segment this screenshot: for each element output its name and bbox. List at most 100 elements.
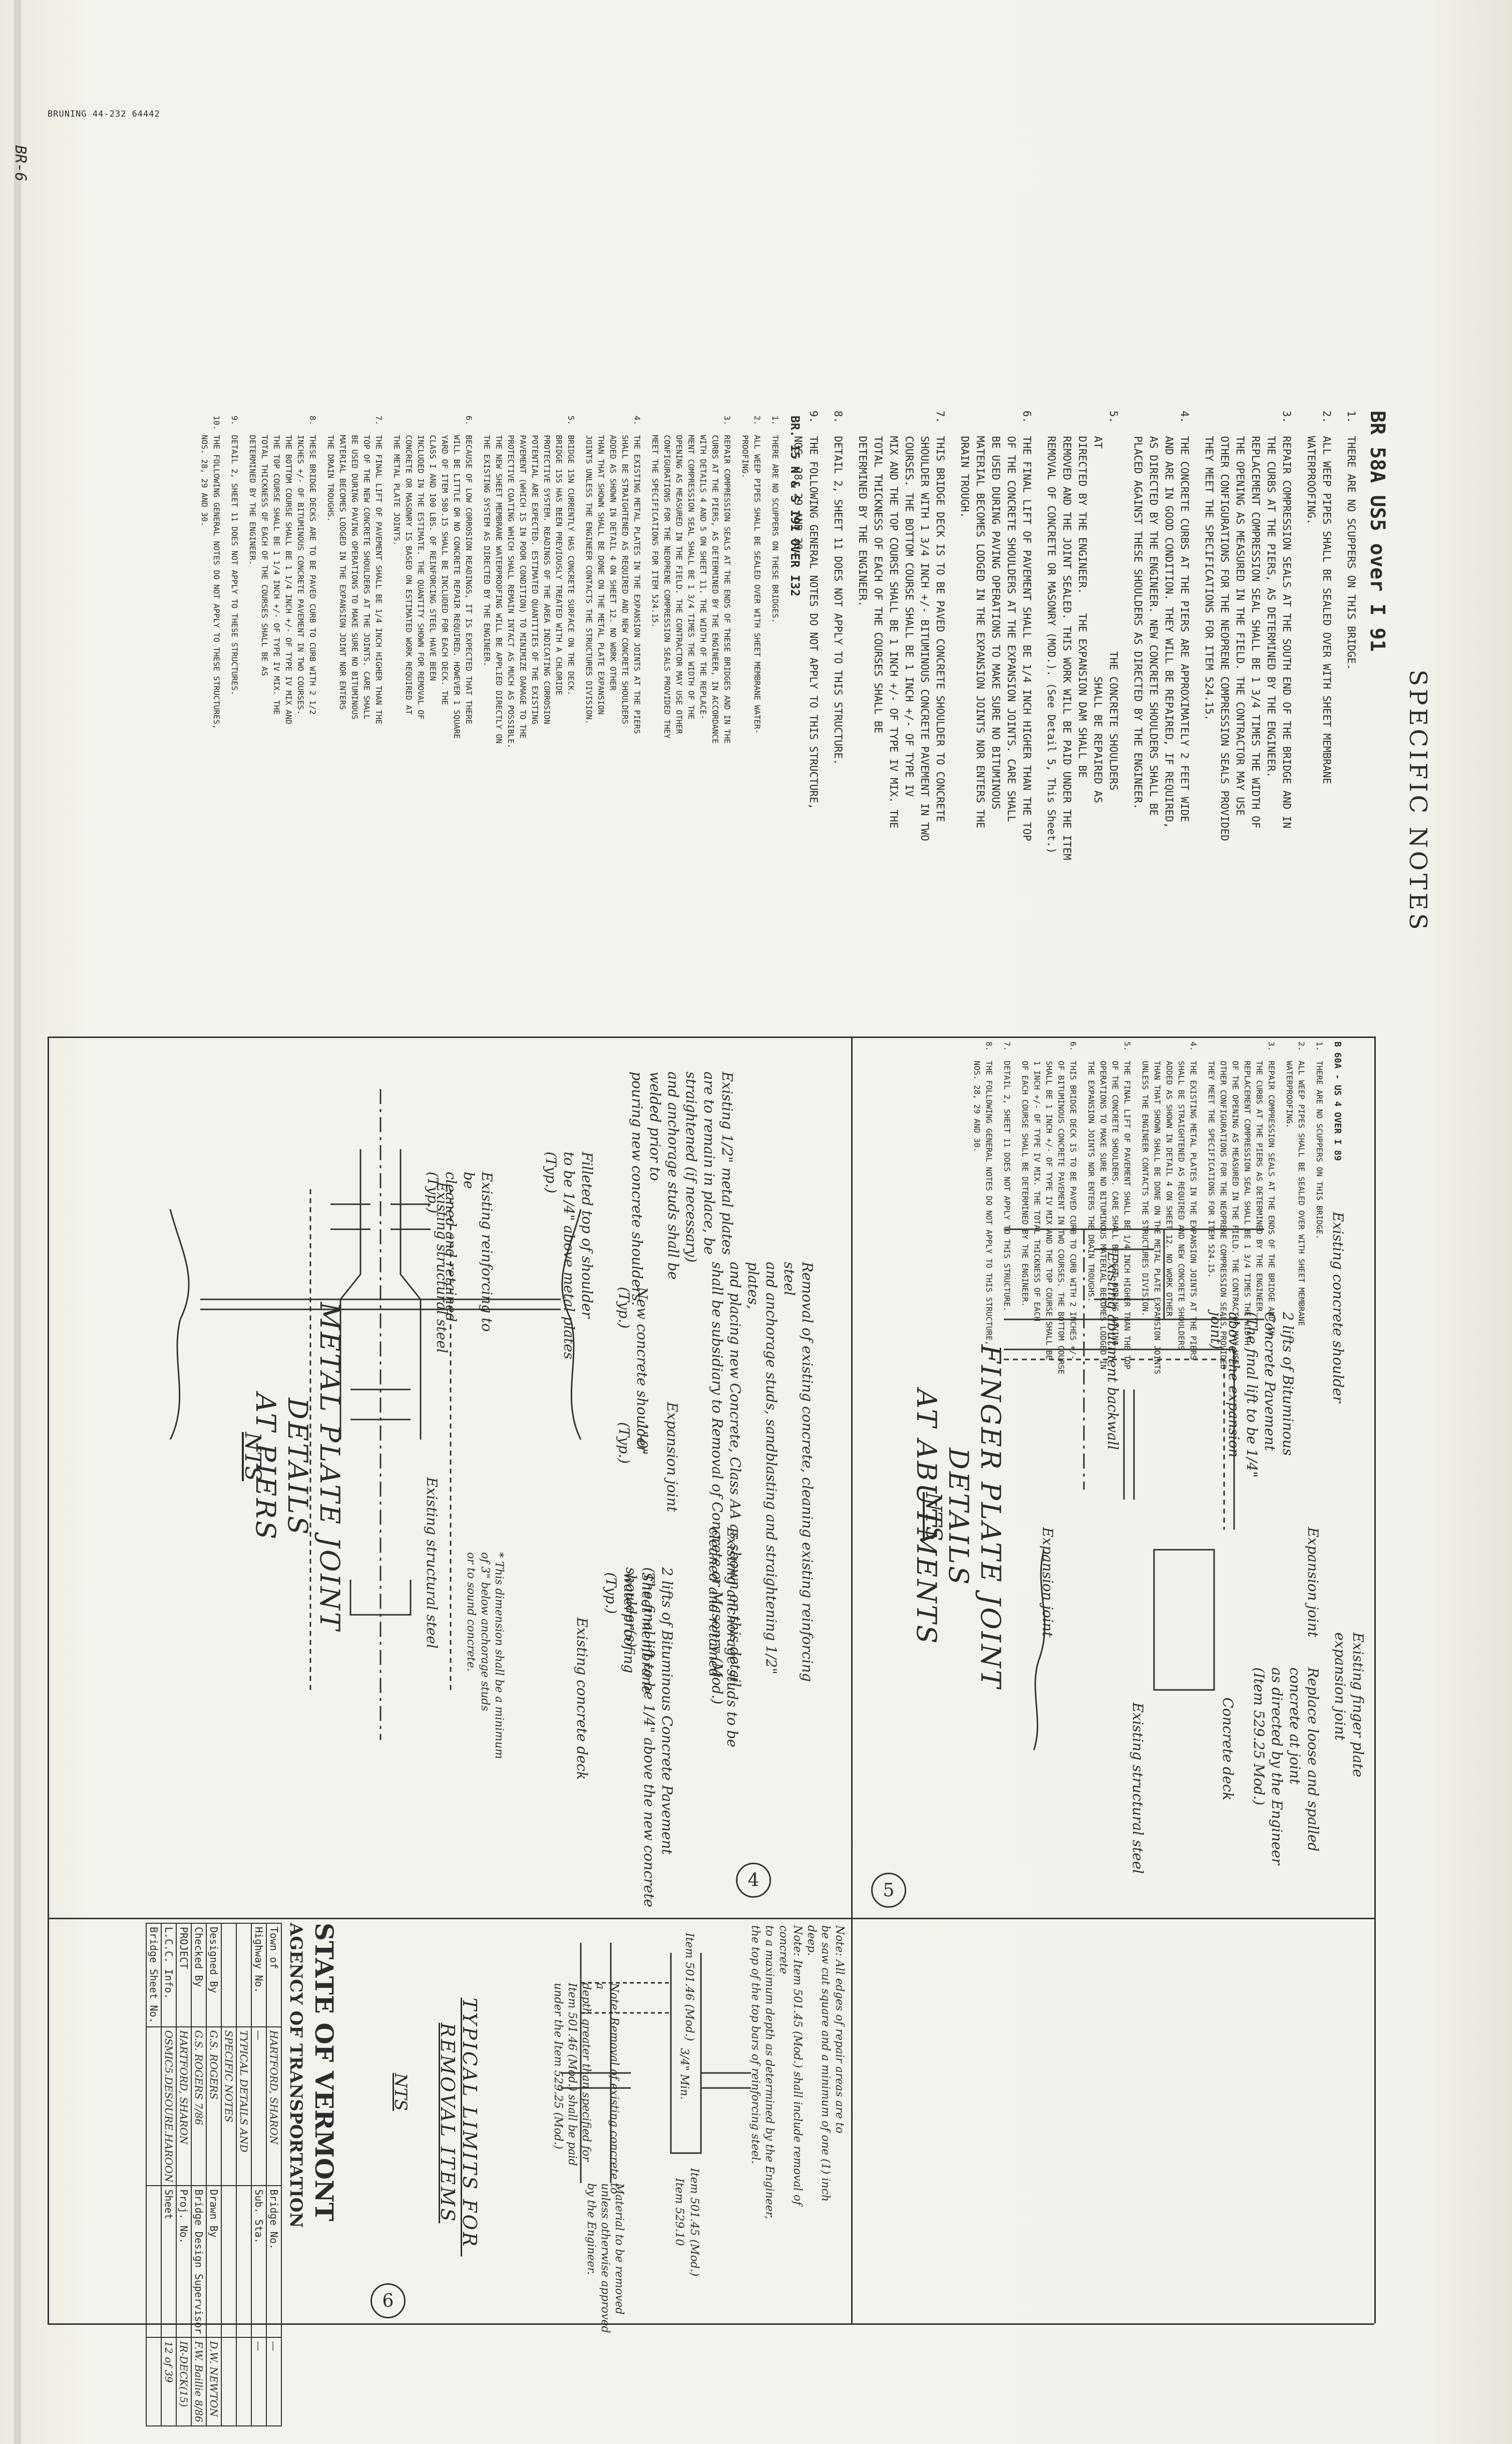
frame-divider-left (49, 1918, 851, 1919)
title-block-row: SPECIFIC NOTES (221, 1923, 236, 2426)
frame-top (48, 1036, 1374, 1038)
detail5-backwall: Existing abutment backwall (1104, 1252, 1121, 1450)
title-block: STATE OF VERMONT AGENCY OF TRANSPORTATIO… (146, 1923, 339, 2426)
detail4-steel-left: Existing structural steel (434, 1182, 450, 1353)
detail5-bituminous: 2 lifts of Bituminous Concrete Pavement … (1208, 1312, 1296, 1478)
note-item: 7. THE FINAL LIFT OF PAVEMENT SHALL BE 1… (326, 416, 384, 725)
title-block-cell: F.W. Baillie 8/86 (191, 2337, 206, 2426)
title-block-cell: Sub. Sta. (251, 2186, 266, 2338)
detail5-finger-plate: Existing finger plate expansion joint (1332, 1632, 1366, 1778)
detail6-note-bot: Note: Removal of existing concrete to a … (552, 1983, 620, 2194)
note-item: 6. BECAUSE OF LOW CORROSION READINGS, IT… (392, 416, 474, 739)
frame-left (48, 1036, 49, 2323)
title-block-cell: D.W. NEWTON (206, 2337, 221, 2426)
sheet-tag: BR-6 (12, 145, 29, 182)
title-block-cell: Checked By (191, 1923, 206, 2027)
detail6-number: 6 (370, 2283, 406, 2318)
title-block-cell: Proj. No. (176, 2186, 191, 2338)
detail6-nts: NTS (391, 2073, 411, 2111)
title-block-cell: Drawn By (206, 2186, 221, 2338)
frame-mid-vert (851, 1036, 853, 2323)
detail4-fillet: Filleted top of shoulder to be 1/4" abov… (543, 1152, 595, 1359)
detail6-item-529: Item 529.10 (673, 2178, 685, 2246)
title-block-cell: Designed By (206, 1923, 221, 2027)
title-block-cell: Bridge No. (266, 2186, 281, 2338)
detail5-number: 5 (871, 1873, 906, 1908)
title-block-cell (221, 2186, 236, 2338)
group2-notes: 1. THERE ARE NO SCUPPERS ON THESE BRIDGE… (198, 416, 781, 1057)
detail6-note-top: Note: All edges of repair areas are to b… (749, 1925, 846, 2219)
detail4-membrane: Sheet membrane waterproofing (Typ.) (603, 1572, 655, 1694)
detail5-drawing (1004, 1228, 1264, 1751)
title-block-row: Highway No.—Sub. Sta.— (251, 1923, 266, 2426)
note-item: 8. THESE BRIDGE DECKS ARE TO BE PAVED CU… (248, 416, 317, 725)
detail5-existing-shoulder: Existing concrete shoulder (1330, 1212, 1346, 1403)
detail4-number: 4 (736, 1863, 771, 1898)
title-block-cell: G.S. ROGERS 7/86 (191, 2026, 206, 2186)
title-block-cell (221, 2337, 236, 2426)
title-block-cell (146, 2186, 161, 2338)
title-block-cell: HARTFORD, SHARON (266, 2026, 281, 2186)
title-block-cell (236, 1923, 251, 2027)
note-item: 2. ALL WEEP PIPES SHALL BE SEALED OVER W… (740, 416, 762, 734)
title-block-cell (236, 2337, 251, 2426)
note-item: 10. THE FOLLOWING GENERAL NOTES DO NOT A… (200, 416, 221, 730)
title-block-cell: SPECIFIC NOTES (221, 2026, 236, 2186)
group2-heading: BR. 15 N & S I91 OVER I32 (788, 416, 802, 597)
detail4-anchorage: Existing anchorage studs to be cleaned a… (706, 1527, 740, 1748)
detail6-drawing (561, 1943, 751, 2183)
title-block-cell: Sheet (161, 2186, 176, 2338)
frame-bottom (48, 2323, 1374, 2325)
detail6-item-45: Item 501.45 (Mod.) (688, 2168, 700, 2277)
note-item: 4. THE EXISTING METAL PLATES IN THE EXPA… (584, 416, 642, 734)
title-block-cell: 12 of 39 (161, 2337, 176, 2426)
title-block-cell (146, 2026, 161, 2186)
note-item: 9. DETAIL 2, SHEET 11 DOES NOT APPLY TO … (230, 416, 239, 695)
paper-edge (14, 0, 21, 2444)
title-block-cell: — (266, 2337, 281, 2426)
note-item: 5. BRIDGE 15N CURRENTLY HAS CONCRETE SUR… (482, 416, 576, 749)
detail6-material: Material to be removed unless otherwise … (585, 2183, 625, 2333)
title-block-cell: HARTFORD, SHARON (176, 2026, 191, 2186)
bruning-stamp: BRUNING 44-232 64442 (48, 109, 160, 119)
title-block-cell (236, 2186, 251, 2338)
title-block-cell: Bridge Sheet No. (146, 1923, 161, 2027)
title-block-cell: Highway No. (251, 1923, 266, 2027)
title-block-cell: L.C.C. Info. (161, 1923, 176, 2027)
agency-line2: AGENCY OF TRANSPORTATION (286, 1923, 306, 2228)
title-block-cell: IR-DECK(15) (176, 2337, 191, 2426)
detail4-nts: NTS (240, 1432, 265, 1481)
detail4-steel-right: Existing structural steel (424, 1477, 440, 1649)
title-block-cell (146, 2337, 161, 2426)
detail4-star-note: * This dimension shall be a minimum of 3… (465, 1552, 505, 1759)
detail5-nts: NTS (921, 1492, 946, 1541)
detail6-min: 3/4" Min. (678, 2048, 690, 2100)
title-block-cell: OSMIC5.DESOURE.HAROON (161, 2026, 176, 2186)
title-block-cell: Town of (266, 1923, 281, 2027)
title-block-cell: — (251, 2026, 266, 2186)
agency-line1: STATE OF VERMONT (309, 1923, 339, 2222)
detail6-title: TYPICAL LIMITS FOR REMOVAL ITEMS (437, 1997, 481, 2257)
title-block-cell (221, 1923, 236, 2027)
title-block-cell: PROJECT (176, 1923, 191, 2027)
detail5-expansion-joint-top: Expansion joint (1305, 1527, 1321, 1637)
detail4-expansion-joint: Expansion joint (664, 1402, 680, 1512)
detail4-existing-deck: Existing concrete deck (574, 1617, 590, 1780)
specific-notes-title: SPECIFIC NOTES (1404, 669, 1432, 933)
detail5-steel: Existing structural steel (1129, 1702, 1146, 1874)
title-block-cell: — (251, 2337, 266, 2426)
specific-notes-group2: BR. 15 N & S I91 OVER I32 1. THERE ARE N… (192, 416, 806, 1057)
note-item: 1. THERE ARE NO SCUPPERS ON THESE BRIDGE… (771, 416, 780, 623)
title-block-cell: G.S. ROGERS (206, 2026, 221, 2186)
frame-divider-right (851, 1918, 1374, 1919)
frame-right-vert (1374, 1036, 1376, 2323)
title-block-row: TYPICAL DETAILS AND (236, 1923, 251, 2426)
detail5-replace: Replace loose and spalled concrete at jo… (1251, 1667, 1321, 1865)
